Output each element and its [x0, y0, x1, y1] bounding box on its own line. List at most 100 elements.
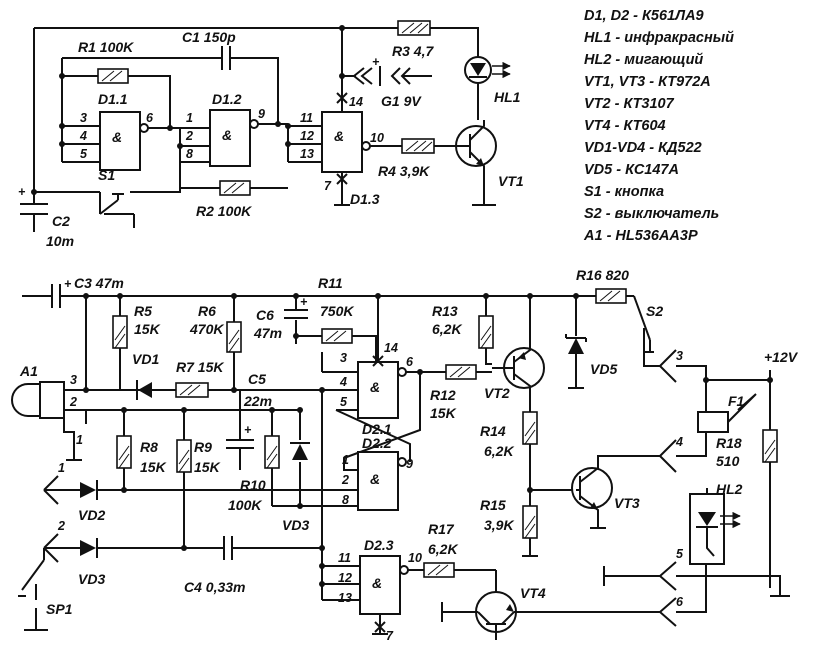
legend-line: A1 - HL536AA3P	[583, 228, 698, 244]
r9-value: 15K	[194, 459, 221, 475]
zener-vd5	[565, 296, 587, 389]
c6-value: 47m	[253, 325, 282, 341]
pin-13: 13	[300, 147, 314, 161]
sp1-label: SP1	[46, 601, 73, 617]
transistor-vt1	[448, 120, 497, 206]
c5-value: 22m	[243, 393, 272, 409]
gate-d2-1: &	[357, 355, 407, 419]
pin-4: 4	[79, 129, 87, 143]
r11-label: R11	[318, 275, 343, 291]
d11-and: &	[112, 129, 122, 145]
d22-pin-1: 1	[342, 453, 349, 467]
conn-3: 3	[676, 349, 683, 363]
r6-value: 470K	[189, 321, 224, 337]
resistor-r16	[595, 288, 627, 304]
d23-pin-7: 7	[386, 629, 394, 643]
c1-label: C1 150p	[182, 29, 236, 45]
d23-pin-12: 12	[338, 571, 352, 585]
d23-pin-11: 11	[338, 551, 351, 565]
g1-label: G1 9V	[381, 93, 422, 109]
r12-value: 15K	[430, 405, 457, 421]
r1-label: R1 100K	[78, 39, 134, 55]
d12-and: &	[222, 127, 232, 143]
f1-label: F1	[728, 393, 745, 409]
vd1-label: VD1	[132, 351, 159, 367]
gate-d2-2: &	[357, 451, 407, 511]
supply-label: +12V	[764, 349, 799, 365]
r8-value: 15K	[140, 459, 167, 475]
hl2-label: HL2	[716, 481, 743, 497]
pin-10: 10	[370, 131, 384, 145]
switch-s2	[633, 295, 707, 383]
resistor-r2	[219, 180, 251, 196]
vt1-label: VT1	[498, 173, 524, 189]
r18-value: 510	[716, 453, 740, 469]
a1-pin-3: 3	[70, 373, 77, 387]
legend-line: HL2 - мигающий	[584, 52, 703, 68]
legend-line: VT2 - КТ3107	[584, 96, 675, 112]
r14-value: 6,2K	[484, 443, 514, 459]
pin-9: 9	[258, 107, 265, 121]
d21-pin-14: 14	[384, 341, 398, 355]
legend-line: HL1 - инфракрасный	[584, 30, 734, 46]
switch-sp1	[18, 548, 48, 631]
diode-vd2	[43, 475, 130, 505]
d13-label: D1.3	[350, 191, 380, 207]
r18-label: R18	[716, 435, 742, 451]
legend-line: VD5 - КС147А	[584, 162, 679, 178]
r10-label: R10	[240, 477, 266, 493]
capacitor-c3: +	[51, 277, 72, 308]
r17-value: 6,2K	[428, 541, 458, 557]
pin-11: 11	[300, 111, 313, 125]
bottom-circuit: + C3 47m R11 R16 820 S2 3 A1 3 2 1	[11, 267, 799, 643]
led-hl2	[689, 488, 741, 565]
d23-and: &	[372, 575, 382, 591]
transistor-vt2	[492, 296, 545, 412]
vt4-label: VT4	[520, 585, 546, 601]
pin-12: 12	[300, 129, 314, 143]
conn-6: 6	[676, 595, 684, 609]
led-hl1	[464, 56, 511, 120]
resistor-r13	[478, 315, 494, 349]
hl1-label: HL1	[494, 89, 521, 105]
legend-line: S1 - кнопка	[584, 184, 664, 200]
d21-pin-6: 6	[406, 355, 414, 369]
legend-line: VT1, VT3 - КТ972А	[584, 74, 711, 90]
vd2-label: VD2	[78, 507, 105, 523]
r7-label: R7 15K	[176, 359, 224, 375]
a1-pin-2: 2	[69, 395, 77, 409]
r2-label: R2 100K	[196, 203, 252, 219]
c5-plus: +	[244, 423, 252, 437]
sensor-a1	[11, 381, 320, 461]
capacitor-c6: +	[284, 295, 308, 319]
d23-pin-10: 10	[408, 551, 422, 565]
gate-d1-2: &	[209, 109, 259, 167]
gate-d2-3: &	[359, 555, 409, 635]
resistor-r18	[762, 429, 778, 463]
c5-label: C5	[248, 371, 266, 387]
pin-2: 2	[185, 129, 193, 143]
capacitor-c2: +	[18, 185, 48, 232]
d21-pin-3: 3	[340, 351, 347, 365]
pin-6: 6	[146, 111, 154, 125]
vd3-input-label: VD3	[78, 571, 105, 587]
a1-label: A1	[19, 363, 38, 379]
c2-value: 10m	[46, 233, 74, 249]
legend-line: D1, D2 - К561ЛА9	[584, 8, 704, 24]
pin-3: 3	[80, 111, 87, 125]
legend-line: VD1-VD4 - КД522	[584, 140, 702, 156]
d12-label: D1.2	[212, 91, 242, 107]
r9-label: R9	[194, 439, 212, 455]
r11-value: 750K	[320, 303, 354, 319]
resistor-r12	[445, 364, 477, 380]
top-circuit: R3 4,7 + G1 9V HL1	[18, 20, 524, 249]
r8-label: R8	[140, 439, 158, 455]
diode-vd3-vertical	[290, 410, 310, 506]
pin-5: 5	[80, 147, 88, 161]
capacitor-c4	[223, 536, 233, 560]
resistor-r4	[401, 138, 435, 154]
vd3-vert-label: VD3	[282, 517, 309, 533]
s2-label: S2	[646, 303, 663, 319]
transistor-vt4	[442, 570, 530, 640]
